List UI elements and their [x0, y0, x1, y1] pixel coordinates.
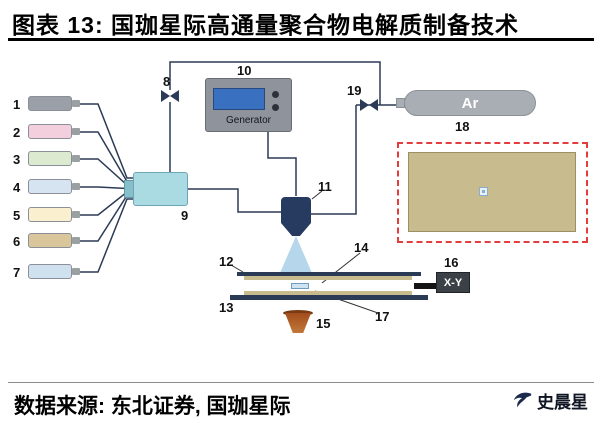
heated-substrate-plate: [408, 152, 576, 232]
syringe-1-tip: [72, 100, 80, 107]
label-syringe-5: 5: [13, 208, 21, 223]
label-gas: 18: [455, 119, 470, 134]
label-syringe-3: 3: [13, 152, 21, 167]
generator-screen: [213, 88, 265, 110]
label-syringe-1: 1: [13, 97, 21, 112]
brand-bird-icon: [513, 392, 532, 407]
label-syringe-2: 2: [13, 125, 21, 140]
mixer-unit: [133, 172, 188, 206]
label-top-plate: 12: [219, 254, 234, 269]
label-generator: 10: [237, 63, 252, 78]
syringe-5: [28, 207, 72, 222]
valve-19-icon: [360, 99, 378, 111]
label-syringe-4: 4: [13, 180, 21, 195]
syringe-7-tip: [72, 268, 80, 275]
data-source-text: 数据来源: 东北证券, 国珈星际: [14, 395, 291, 418]
label-stage: 16: [444, 255, 459, 270]
generator-knob-1: [272, 91, 279, 98]
argon-cylinder: Ar: [404, 90, 536, 116]
syringe-3-tip: [72, 155, 80, 162]
syringe-4: [28, 179, 72, 194]
spray-nozzle-tip: [281, 223, 311, 236]
title-divider: [8, 38, 594, 41]
collector-cone: [285, 313, 311, 333]
bottom-plate-bar: [230, 295, 428, 300]
xy-stage-label: X-Y: [443, 276, 463, 289]
syringe-3: [28, 151, 72, 166]
figure-title: 图表 13: 国珈星际高通量聚合物电解质制备技术: [12, 12, 520, 38]
label-mixer: 9: [181, 208, 189, 223]
sample-holder: [291, 283, 309, 289]
substrate-chip-dot: [482, 190, 485, 193]
syringe-1: [28, 96, 72, 111]
syringe-2-tip: [72, 128, 80, 135]
label-syringe-6: 6: [13, 234, 21, 249]
label-valve-top: 8: [163, 74, 171, 89]
label-sample: 17: [375, 309, 390, 324]
brand-name: 史晨星: [537, 393, 588, 412]
brand-watermark: 史晨星: [511, 388, 588, 413]
inset-dashed-box: [397, 142, 588, 243]
generator-knob-2: [272, 104, 279, 111]
ultrasonic-generator: Generator: [205, 78, 292, 132]
label-nozzle: 11: [318, 179, 332, 194]
syringe-6: [28, 233, 72, 248]
label-gap: 14: [354, 240, 369, 255]
substrate-chip: [479, 187, 488, 196]
valve-8-icon: [161, 90, 179, 102]
syringe-5-tip: [72, 211, 80, 218]
syringe-7: [28, 264, 72, 279]
syringe-4-tip: [72, 183, 80, 190]
label-valve-gas: 19: [347, 83, 362, 98]
label-syringe-7: 7: [13, 265, 21, 280]
stage-link-rod: [414, 283, 438, 289]
syringe-2: [28, 124, 72, 139]
xy-stage: X-Y: [436, 272, 470, 293]
top-plate-film: [244, 276, 412, 280]
generator-label: Generator: [225, 115, 272, 126]
argon-label: Ar: [461, 94, 479, 112]
label-bottom-plate: 13: [219, 300, 234, 315]
spray-cone: [280, 236, 312, 273]
label-collector: 15: [316, 316, 331, 331]
spray-nozzle: [281, 197, 311, 223]
footer-divider: [8, 382, 594, 383]
syringe-6-tip: [72, 237, 80, 244]
